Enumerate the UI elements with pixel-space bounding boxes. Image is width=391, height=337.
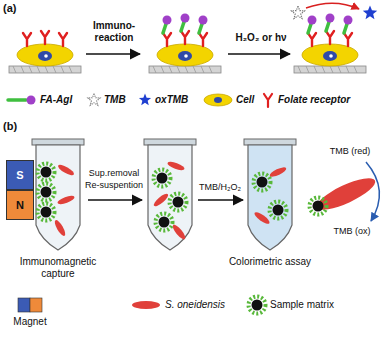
step-caption: Colorimetric assay <box>228 256 312 268</box>
legend-text: Magnet <box>13 316 46 328</box>
step-label: H₂O₂ or hν <box>221 32 301 44</box>
panel-label: (b) <box>3 120 33 133</box>
legend-text: oxTMB <box>155 94 188 106</box>
step-label: Re-suspention <box>80 180 148 190</box>
legend-text: S. oneidensis <box>165 299 225 311</box>
reaction-label: TMB (red) <box>320 146 380 156</box>
magnet-pole: N <box>6 190 34 220</box>
step-label: TMB/H₂O₂ <box>190 182 250 192</box>
magnet-pole: S <box>6 160 34 190</box>
legend-text: Cell <box>236 94 254 106</box>
legend-text: FA-AgI <box>40 94 72 106</box>
pole-letter: N <box>16 199 24 211</box>
legend-text: TMB <box>104 94 126 106</box>
legend-text: Folate receptor <box>278 94 350 106</box>
reaction-label: TMB (ox) <box>322 226 382 236</box>
step-caption: Immunomagnetic capture <box>6 256 110 279</box>
pole-letter: S <box>16 169 23 181</box>
panel-label: (a) <box>3 2 33 15</box>
legend-text: Sample matrix <box>270 299 334 311</box>
step-label: Sup.removal <box>80 168 148 178</box>
step-label: Immuno-reaction <box>86 20 142 43</box>
